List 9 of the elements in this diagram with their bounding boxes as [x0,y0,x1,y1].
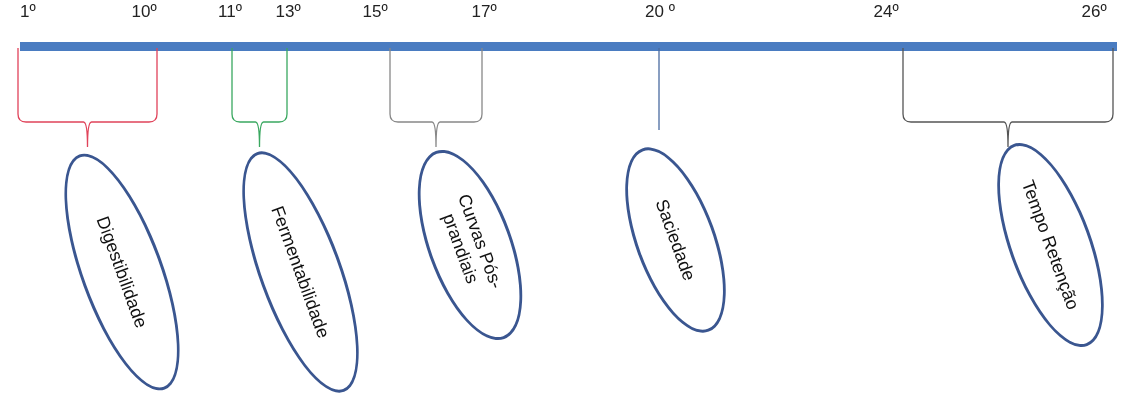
day-label: 11º [218,2,242,22]
day-label: 1º [20,2,36,22]
day-label: 10º [131,2,157,22]
day-label: 24º [873,2,899,22]
day-label: 20 º [645,2,675,22]
day-label: 15º [362,2,388,22]
day-label: 26º [1081,2,1107,22]
day-label: 13º [275,2,301,22]
day-label: 17º [471,2,497,22]
